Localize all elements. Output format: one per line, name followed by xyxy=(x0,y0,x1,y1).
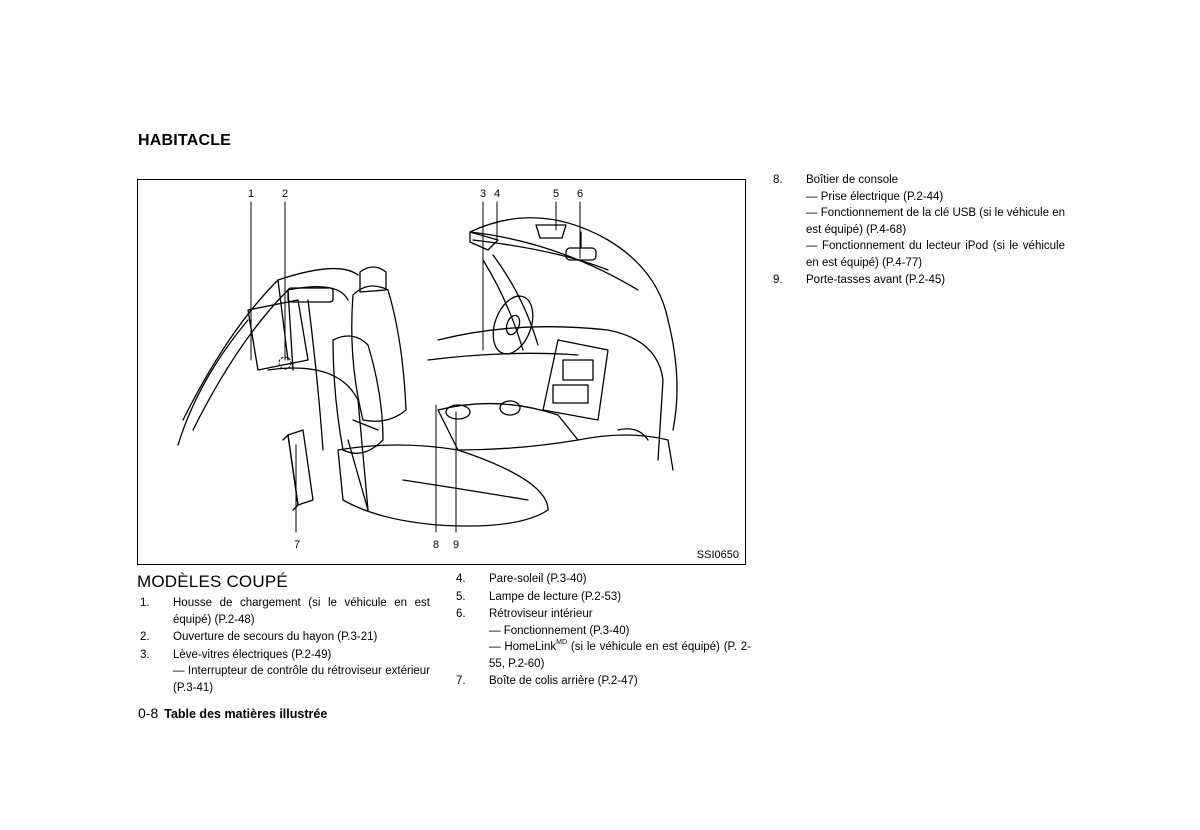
interior-illustration: 1 2 3 4 5 6 7 8 9 SSI0650 xyxy=(137,179,746,565)
footer-title: Table des matières illustrée xyxy=(164,707,328,721)
list-subitem: — Fonctionnement de la clé USB (si le vé… xyxy=(806,207,1065,236)
callout-1: 1 xyxy=(247,188,255,200)
list-item: 8. Boîtier de console — Prise électrique… xyxy=(773,172,1065,271)
list-subitem: — Fonctionnement du lecteur iPod (si le … xyxy=(806,240,1065,269)
callout-2: 2 xyxy=(281,188,289,200)
callout-4: 4 xyxy=(493,188,501,200)
section-title: HABITACLE xyxy=(138,132,232,149)
list-item: 6. Rétroviseur intérieur — Fonctionnemen… xyxy=(456,606,751,672)
callout-8: 8 xyxy=(432,539,440,551)
page-number: 0-8 xyxy=(138,705,159,721)
left-list: 1. Housse de chargement (si le véhicule … xyxy=(140,595,430,697)
list-subitem: — Interrupteur de contrôle du rétroviseu… xyxy=(173,665,430,694)
subsection-heading: MODÈLES COUPÉ xyxy=(137,572,288,591)
list-item: 4. Pare-soleil (P.3-40) xyxy=(456,573,587,585)
callout-7: 7 xyxy=(293,539,301,551)
middle-list: 4. Pare-soleil (P.3-40) 5. Lampe de lect… xyxy=(456,571,751,691)
callout-6: 6 xyxy=(576,188,584,200)
right-list: 8. Boîtier de console — Prise électrique… xyxy=(773,172,1065,290)
list-subitem-homelink: — HomeLinkMD (si le véhicule en est équi… xyxy=(489,639,751,670)
callout-3: 3 xyxy=(479,188,487,200)
list-item: 7. Boîte de colis arrière (P.2-47) xyxy=(456,675,638,687)
list-item: 1. Housse de chargement (si le véhicule … xyxy=(140,597,430,626)
list-item: 5. Lampe de lecture (P.2-53) xyxy=(456,590,622,603)
page-footer: 0-8 Table des matières illustrée xyxy=(138,705,327,721)
figure-code: SSI0650 xyxy=(696,549,739,561)
callout-5: 5 xyxy=(552,188,560,200)
list-item: 9. Porte-tasses avant (P.2-45) xyxy=(773,274,946,286)
list-subitem: — Fonctionnement (P.3-40) xyxy=(489,624,630,637)
list-subitem: — Prise électrique (P.2-44) xyxy=(806,190,944,203)
callout-9: 9 xyxy=(452,539,460,551)
car-interior-drawing xyxy=(177,201,678,533)
list-item: 3. Lève-vitres électriques (P.2-49) — In… xyxy=(140,647,430,697)
list-item: 2. Ouverture de secours du hayon (P.3-21… xyxy=(140,631,378,643)
